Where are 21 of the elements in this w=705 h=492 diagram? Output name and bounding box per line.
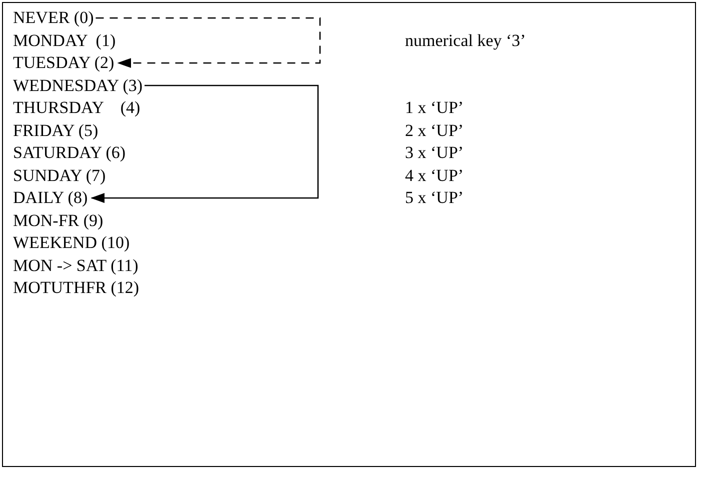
list-item: FRIDAY (5)	[13, 120, 98, 140]
list-item: WEEKEND (10)	[13, 233, 130, 253]
list-item: WEDNESDAY (3)	[13, 76, 143, 96]
key-note: numerical key ‘3’	[405, 30, 526, 50]
list-item: THURSDAY (4)	[13, 98, 140, 118]
list-item: MON -> SAT (11)	[13, 256, 138, 276]
list-item: TUESDAY (2)	[13, 53, 114, 73]
list-item: MOTUTHFR (12)	[13, 278, 140, 298]
list-item: MONDAY (1)	[13, 30, 116, 50]
list-item: DAILY (8)	[13, 188, 88, 208]
key-press-note: 2 x ‘UP’	[405, 120, 464, 140]
key-press-note: 4 x ‘UP’	[405, 166, 464, 186]
key-press-note: 5 x ‘UP’	[405, 188, 464, 208]
list-item: MON-FR (9)	[13, 210, 104, 230]
key-press-note: 1 x ‘UP’	[405, 98, 464, 118]
arrow	[90, 84, 319, 203]
dashed-arrow	[96, 17, 321, 68]
key-press-note: 3 x ‘UP’	[405, 143, 464, 163]
list-item: SATURDAY (6)	[13, 143, 126, 163]
list-item: SUNDAY (7)	[13, 166, 106, 186]
list-item: NEVER (0)	[13, 8, 94, 28]
